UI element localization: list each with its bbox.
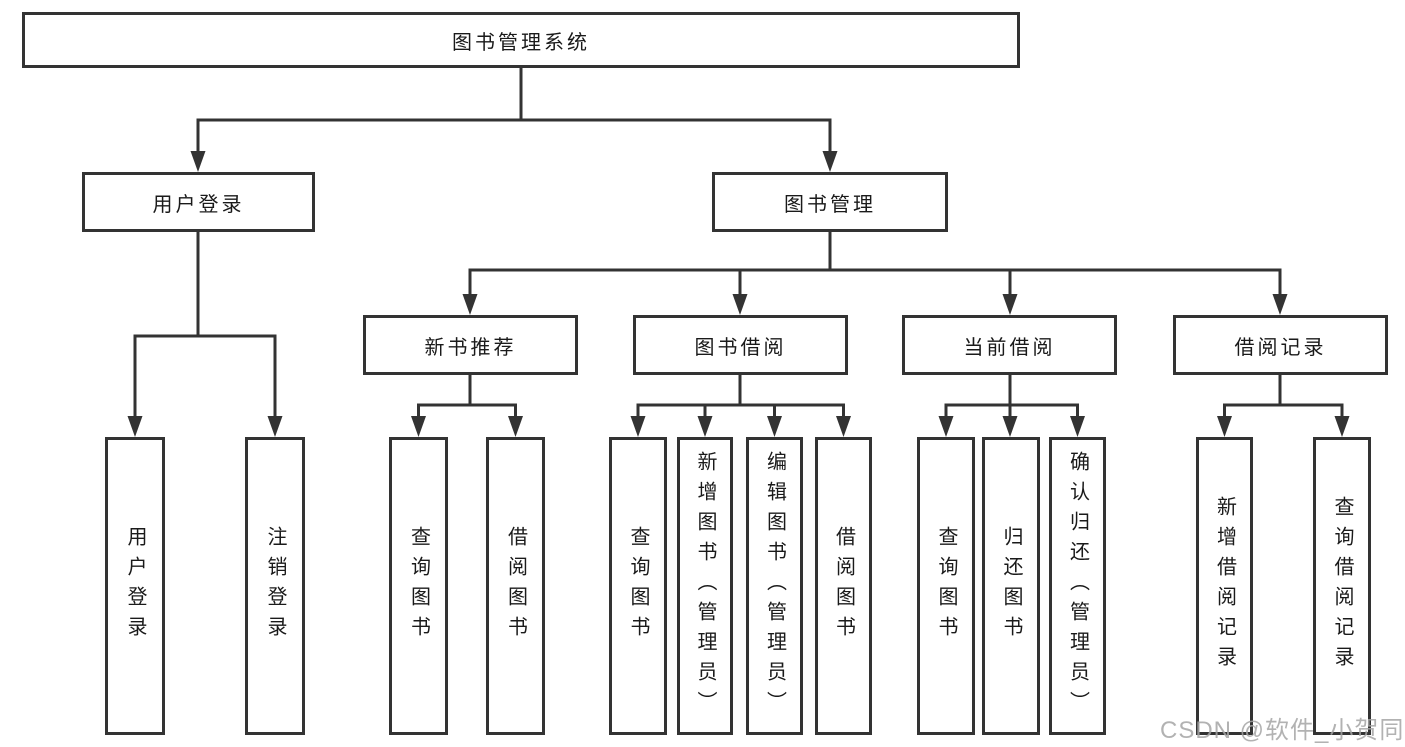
leaf-borrow-books-borrowing: 借阅图书	[815, 437, 872, 735]
node-book-management-label: 图书管理	[784, 193, 876, 216]
node-user-login: 用户登录	[82, 172, 315, 232]
node-new-book-recommend-label: 新书推荐	[424, 336, 517, 359]
leaf-edit-book-admin-label: 编辑图书（管理员）	[763, 451, 786, 721]
node-user-login-label: 用户登录	[152, 193, 245, 216]
leaf-query-books-current: 查询图书	[917, 437, 975, 735]
node-library-system-label: 图书管理系统	[452, 31, 590, 54]
leaf-return-books-label: 归还图书	[1000, 526, 1022, 646]
node-new-book-recommend: 新书推荐	[363, 315, 578, 375]
leaf-add-book-admin-label: 新增图书（管理员）	[694, 451, 716, 721]
node-library-system: 图书管理系统	[22, 12, 1020, 68]
leaf-query-borrow-record-label: 查询借阅记录	[1331, 496, 1353, 676]
leaf-return-books: 归还图书	[982, 437, 1040, 735]
leaf-edit-book-admin: 编辑图书（管理员）	[746, 437, 803, 735]
leaf-add-book-admin: 新增图书（管理员）	[677, 437, 733, 735]
leaf-query-books-borrowing-label: 查询图书	[627, 526, 649, 646]
node-book-borrowing-label: 图书借阅	[694, 336, 787, 359]
leaf-user-login: 用户登录	[105, 437, 165, 735]
node-current-borrowing-label: 当前借阅	[963, 336, 1056, 359]
leaf-add-borrow-record-label: 新增借阅记录	[1213, 496, 1236, 676]
leaf-borrow-books-borrowing-label: 借阅图书	[832, 526, 855, 646]
leaf-user-login-label: 用户登录	[124, 526, 146, 646]
leaf-query-books-borrowing: 查询图书	[609, 437, 667, 735]
node-borrow-records-label: 借阅记录	[1234, 336, 1327, 359]
leaf-borrow-books-recommend: 借阅图书	[486, 437, 545, 735]
leaf-confirm-return-admin: 确认归还（管理员）	[1049, 437, 1106, 735]
leaf-confirm-return-admin-label: 确认归还（管理员）	[1066, 451, 1089, 721]
leaf-query-books-recommend-label: 查询图书	[407, 526, 430, 646]
node-current-borrowing: 当前借阅	[902, 315, 1117, 375]
leaf-query-borrow-record: 查询借阅记录	[1313, 437, 1371, 735]
leaf-query-books-recommend: 查询图书	[389, 437, 448, 735]
leaf-borrow-books-recommend-label: 借阅图书	[504, 526, 527, 646]
leaf-add-borrow-record: 新增借阅记录	[1196, 437, 1253, 735]
leaf-logout: 注销登录	[245, 437, 305, 735]
csdn-watermark: CSDN @软件_小贺同学	[1160, 717, 1405, 744]
node-book-borrowing: 图书借阅	[633, 315, 848, 375]
leaf-query-books-current-label: 查询图书	[935, 526, 957, 646]
node-borrow-records: 借阅记录	[1173, 315, 1388, 375]
node-book-management: 图书管理	[712, 172, 948, 232]
arrowheads	[127, 151, 1350, 437]
leaf-logout-label: 注销登录	[264, 526, 286, 646]
